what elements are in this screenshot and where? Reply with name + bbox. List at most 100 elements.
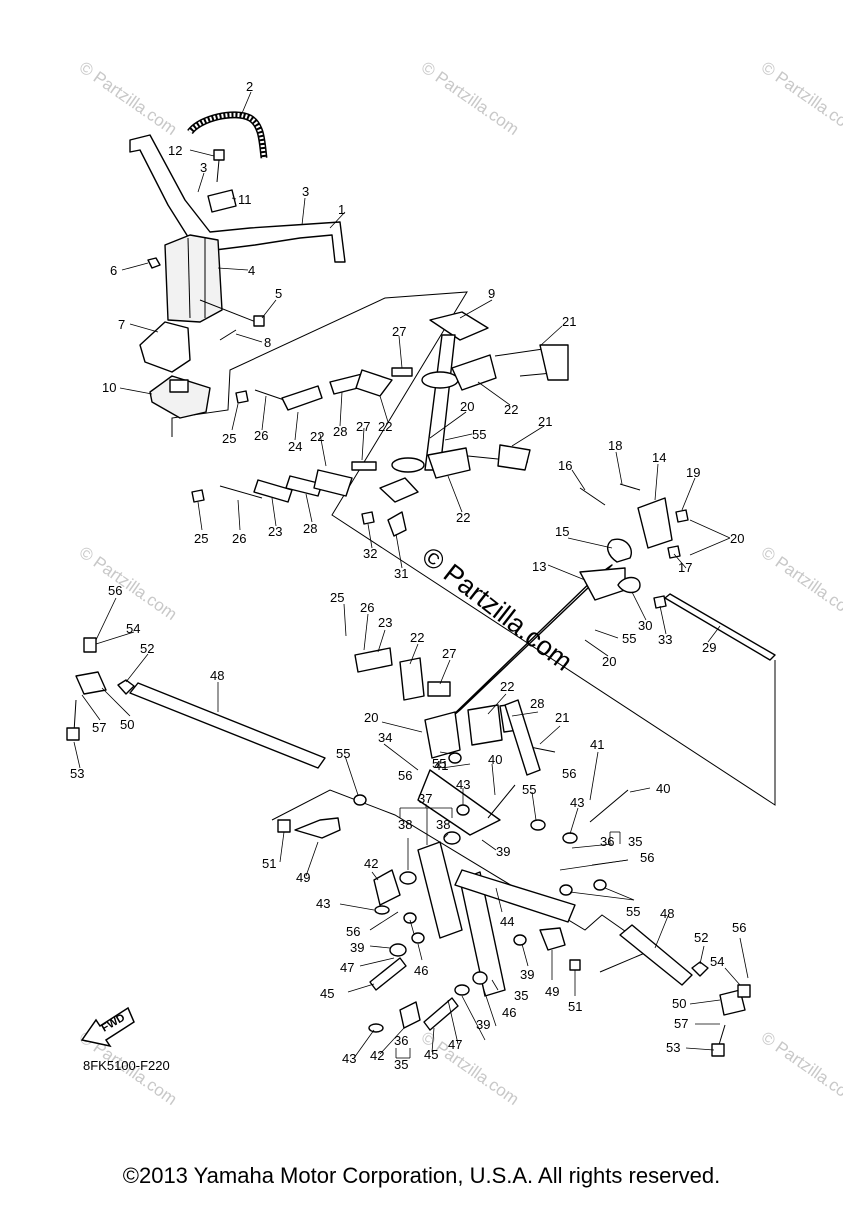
callout-42: 42 <box>364 856 378 871</box>
callout-56: 56 <box>108 583 122 598</box>
upper-linkages <box>427 344 569 479</box>
nut-25-top <box>235 390 249 404</box>
callout-20: 20 <box>730 531 744 546</box>
callout-21: 21 <box>555 710 569 725</box>
bolt-12-shank <box>216 159 220 183</box>
callout-20: 20 <box>364 710 378 725</box>
callout-40: 40 <box>488 752 502 767</box>
callout-22: 22 <box>410 630 424 645</box>
watermark-text: © Partzilla.com <box>758 543 843 624</box>
washer-55f <box>403 912 417 924</box>
washer-39c <box>513 934 527 946</box>
callout-labels: 1 2 3 3 4 5 6 7 8 9 10 11 12 13 14 15 16… <box>70 79 746 1072</box>
pin-27-mid <box>351 461 377 471</box>
callout-22: 22 <box>456 510 470 525</box>
column-shaft <box>424 334 456 471</box>
nut-6 <box>147 257 161 269</box>
sleeve-42 <box>373 869 401 906</box>
callout-52: 52 <box>140 641 154 656</box>
callout-10: 10 <box>102 380 116 395</box>
callout-2: 2 <box>246 79 253 94</box>
callout-26: 26 <box>232 531 246 546</box>
callout-35: 35 <box>514 988 528 1003</box>
bushing-38b <box>443 831 461 845</box>
center-watermark: © Partzilla.com <box>416 541 578 677</box>
link-28-mid <box>285 475 323 497</box>
washer-55b <box>448 752 462 764</box>
column-bottom-plate <box>379 477 419 503</box>
nut-19 <box>675 509 689 523</box>
callout-17: 17 <box>678 560 692 575</box>
nut-54-right <box>737 984 751 998</box>
watermark-text: © Partzilla.com <box>758 58 843 139</box>
nut-52-right <box>691 961 709 977</box>
callout-14: 14 <box>652 450 666 465</box>
shaft-13-body <box>447 564 613 721</box>
pin-27-lower <box>427 681 451 697</box>
callout-46: 46 <box>414 963 428 978</box>
bushing-38 <box>399 871 417 885</box>
callout-56: 56 <box>640 850 654 865</box>
callout-22: 22 <box>310 429 324 444</box>
bolt-12-head <box>213 149 225 161</box>
callout-25: 25 <box>330 590 344 605</box>
watermark-text: © Partzilla.com <box>418 1028 523 1109</box>
arm-37 <box>417 841 463 939</box>
nut-33 <box>653 595 667 609</box>
handle-bar <box>129 134 346 263</box>
copyright-notice: ©2013 Yamaha Motor Corporation, U.S.A. A… <box>122 1163 721 1188</box>
callout-43: 43 <box>456 777 470 792</box>
washer-43 <box>374 905 390 915</box>
clamp-22-mid <box>427 447 471 479</box>
callout-18: 18 <box>608 438 622 453</box>
bracket-4 <box>164 234 223 323</box>
bolt-40b <box>589 789 629 823</box>
rod-end-49b <box>539 927 566 951</box>
callout-29: 29 <box>702 640 716 655</box>
callout-36: 36 <box>394 1033 408 1048</box>
callout-33: 33 <box>658 632 672 647</box>
column-collar-low <box>391 457 425 473</box>
callout-22: 22 <box>500 679 514 694</box>
callout-20: 20 <box>602 654 616 669</box>
callout-24: 24 <box>288 439 302 454</box>
link-44 <box>454 869 576 923</box>
nut-51b <box>569 959 581 971</box>
callout-35: 35 <box>394 1057 408 1072</box>
watermark-text: © Partzilla.com <box>76 58 181 139</box>
callout-28: 28 <box>333 424 347 439</box>
callout-57: 57 <box>92 720 106 735</box>
link-21-lower <box>504 699 541 776</box>
bushing-46b <box>472 971 488 985</box>
bolt-45 <box>369 957 407 991</box>
callout-22: 22 <box>378 419 392 434</box>
lower-assembly <box>277 752 629 1033</box>
link-23-lower <box>354 647 393 673</box>
bolt-16 <box>579 487 606 506</box>
washer-43d <box>456 804 470 816</box>
callout-43: 43 <box>570 795 584 810</box>
bolt-5-shank <box>199 299 257 323</box>
callout-39: 39 <box>496 844 510 859</box>
callout-50: 50 <box>672 996 686 1011</box>
callout-56: 56 <box>732 920 746 935</box>
nut-54-left <box>83 637 97 653</box>
callout-41: 41 <box>590 737 604 752</box>
callout-55: 55 <box>522 782 536 797</box>
callout-54: 54 <box>126 621 140 636</box>
callout-45: 45 <box>424 1047 438 1062</box>
nut-32 <box>361 511 375 525</box>
rod-end-49 <box>294 817 341 839</box>
middle-links <box>354 647 556 776</box>
callout-37: 37 <box>418 791 432 806</box>
callout-48: 48 <box>210 668 224 683</box>
bushing-46 <box>411 932 425 944</box>
rod-48-left <box>66 637 326 769</box>
callout-21: 21 <box>562 314 576 329</box>
column-top-plate <box>429 311 489 341</box>
callout-40: 40 <box>656 781 670 796</box>
washer-55e <box>593 879 607 891</box>
callout-39: 39 <box>520 967 534 982</box>
callout-16: 16 <box>558 458 572 473</box>
washer-55c <box>530 819 546 831</box>
